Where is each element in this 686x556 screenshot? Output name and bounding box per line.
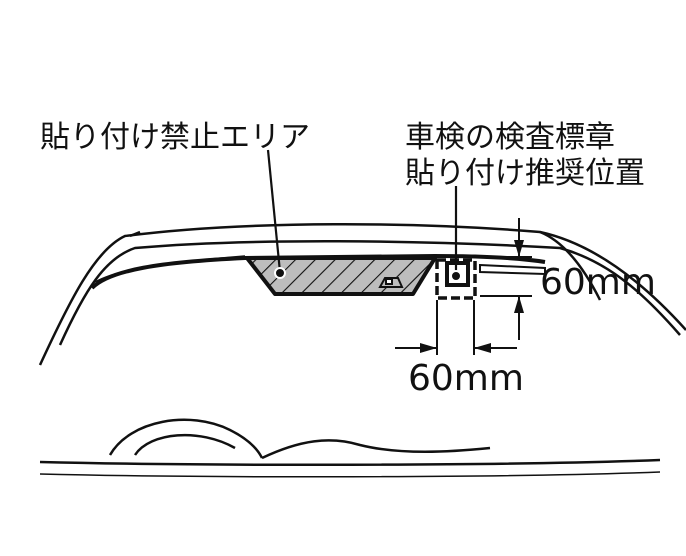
- glass-top-band: [90, 253, 546, 290]
- sticker-label-line2: 貼り付け推奨位置: [405, 156, 645, 191]
- sticker-outline: [445, 261, 470, 287]
- sticker-label-line1: 車検の検査標章: [405, 120, 615, 155]
- dimension-horizontal-label: 60mm: [408, 358, 524, 399]
- camera-icon: [378, 277, 404, 288]
- roof-line: [129, 230, 141, 238]
- windshield-outer-edge: [38, 222, 686, 366]
- dashboard-line: [39, 458, 661, 467]
- leader-no-stick: [266, 149, 282, 273]
- windshield-inner-edge: [58, 239, 681, 346]
- dimension-vertical-label: 60mm: [540, 262, 656, 303]
- steering-wheel: [108, 418, 264, 459]
- no-stick-area-label: 貼り付け禁止エリア: [40, 120, 310, 155]
